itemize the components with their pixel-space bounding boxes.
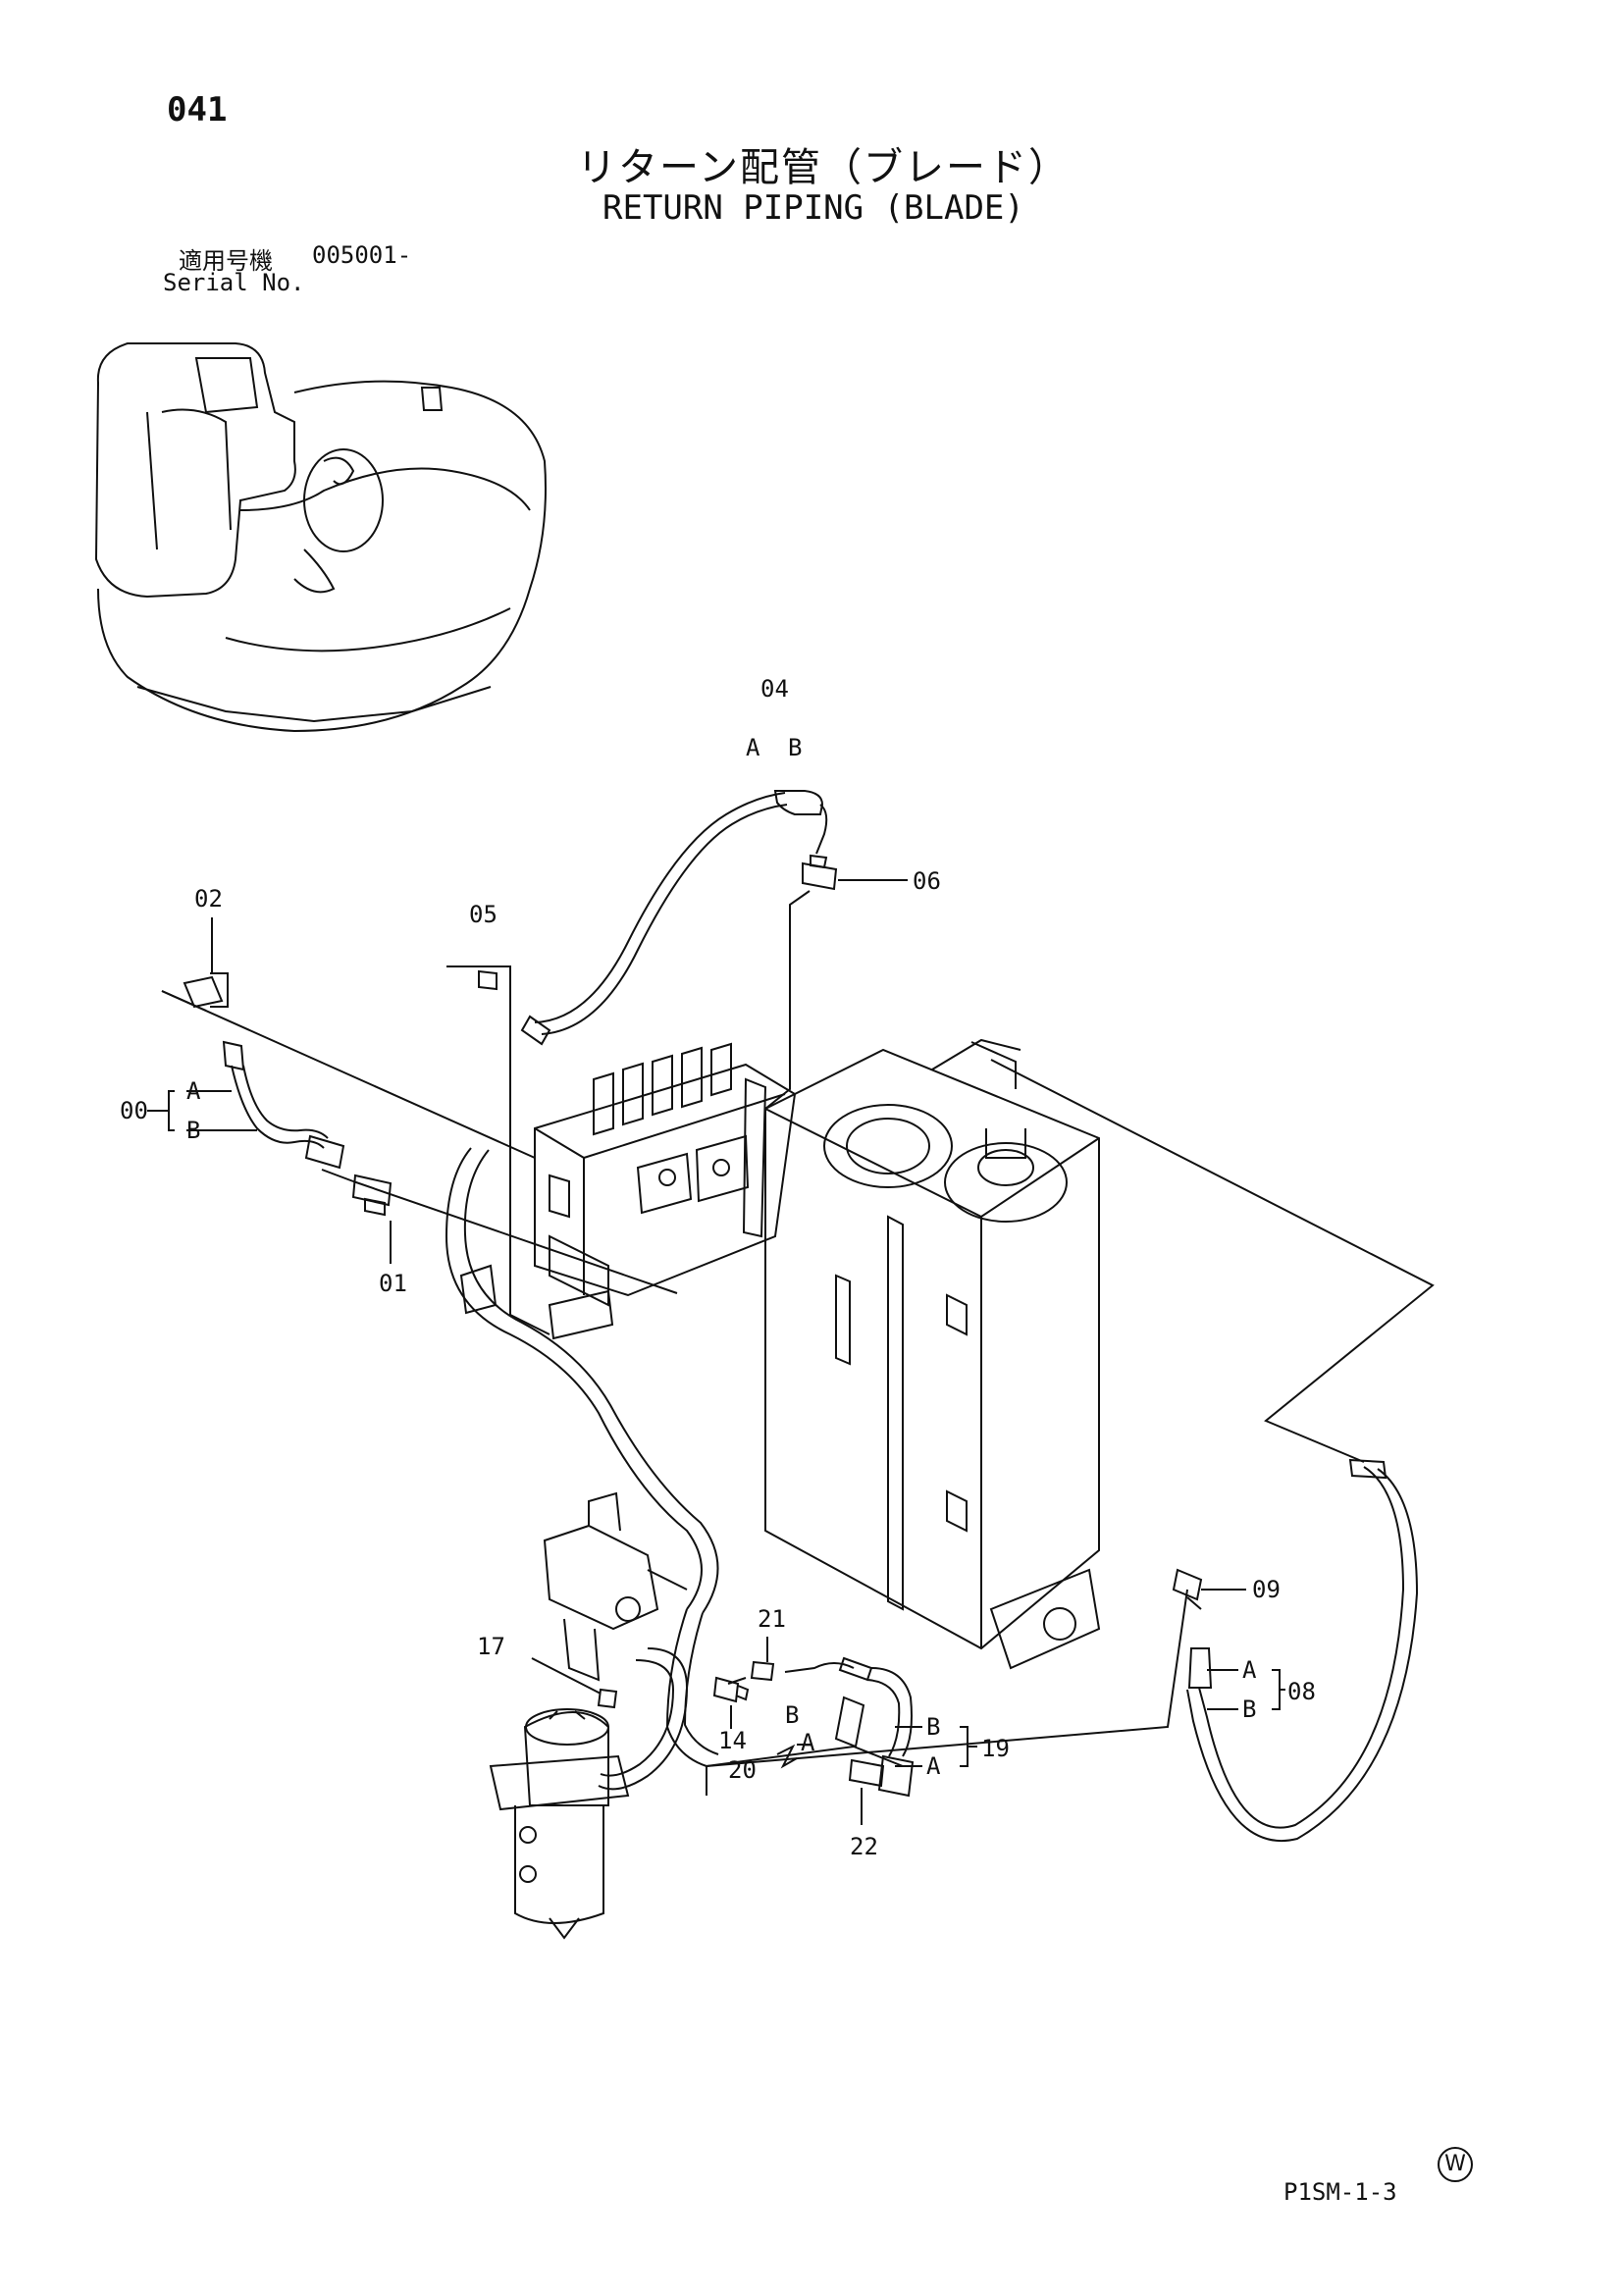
- serial-number-value: 005001-: [312, 241, 412, 269]
- blade-control-valve: [543, 1491, 688, 1682]
- fitting-17: [597, 1688, 618, 1709]
- bracket-center: [548, 1289, 614, 1340]
- leader-17: [531, 1657, 602, 1695]
- leader-02: [161, 990, 536, 1207]
- leader-05: [446, 965, 550, 1335]
- fitting-06: [802, 854, 838, 891]
- drawing-code: P1SM-1-3: [1283, 2178, 1397, 2206]
- part-label-08-b: B: [1242, 1696, 1256, 1723]
- part-label-06: 06: [913, 867, 941, 895]
- center-joint: [489, 1708, 630, 1940]
- fitting-05: [478, 969, 497, 991]
- part-label-21: 21: [758, 1605, 786, 1633]
- part-label-04-a: A: [746, 734, 760, 761]
- leader-return: [706, 1589, 1188, 1767]
- hose-04: [520, 790, 828, 1046]
- part-label-08: 08: [1287, 1678, 1316, 1705]
- fitting-21: [727, 1637, 775, 1685]
- hose-08: [1186, 1458, 1419, 1843]
- leader-01: [352, 1180, 678, 1294]
- part-label-20-a: A: [801, 1729, 815, 1756]
- pipe-to-14: [598, 1647, 689, 1791]
- part-label-17: 17: [477, 1633, 505, 1660]
- hose-00: [147, 1040, 345, 1170]
- serial-label-english: Serial No.: [163, 269, 305, 296]
- part-label-04: 04: [760, 675, 789, 703]
- hydraulic-oil-tank: [764, 1038, 1101, 1670]
- part-label-19-a: A: [926, 1752, 941, 1780]
- part-label-00-a: A: [186, 1077, 201, 1105]
- part-label-14: 14: [718, 1727, 747, 1754]
- title-english: RETURN PIPING (BLADE): [602, 188, 1024, 228]
- excavator-overview-illustration: [94, 342, 547, 733]
- bracket-left: [459, 1264, 497, 1315]
- title-japanese: リターン配管（ブレード）: [577, 145, 1070, 190]
- part-label-19: 19: [981, 1735, 1010, 1762]
- part-label-08-a: A: [1242, 1656, 1257, 1684]
- leader-08-path: [990, 1059, 1435, 1463]
- elbow-09: [1172, 1568, 1246, 1610]
- part-label-02: 02: [194, 885, 223, 913]
- manufacturer-mark: W: [1438, 2147, 1473, 2182]
- part-label-19-b: B: [926, 1713, 940, 1741]
- hose-19: [784, 1656, 977, 1798]
- part-label-04-b: B: [788, 734, 802, 761]
- part-label-22: 22: [850, 1833, 878, 1860]
- clamp-20: [776, 1744, 798, 1769]
- leader-tank-top: [970, 1041, 1017, 1089]
- page-number: 041: [167, 90, 228, 130]
- part-label-05: 05: [469, 901, 497, 928]
- part-label-01: 01: [379, 1270, 407, 1297]
- part-label-20-b: B: [785, 1701, 799, 1729]
- return-pipe-loop: [445, 1147, 719, 1767]
- adapter-14: [712, 1676, 750, 1729]
- serial-label-japanese: 適用号機: [179, 247, 273, 275]
- elbow-22: [848, 1758, 885, 1825]
- fitting-02: [161, 917, 229, 1012]
- control-valve-block: [534, 1042, 797, 1307]
- part-label-09: 09: [1252, 1576, 1281, 1603]
- part-label-20: 20: [728, 1756, 757, 1784]
- leader-06-down: [764, 890, 811, 1110]
- part-label-00: 00: [120, 1097, 148, 1124]
- adapter-01: [321, 1169, 393, 1264]
- part-label-00-b: B: [186, 1117, 200, 1144]
